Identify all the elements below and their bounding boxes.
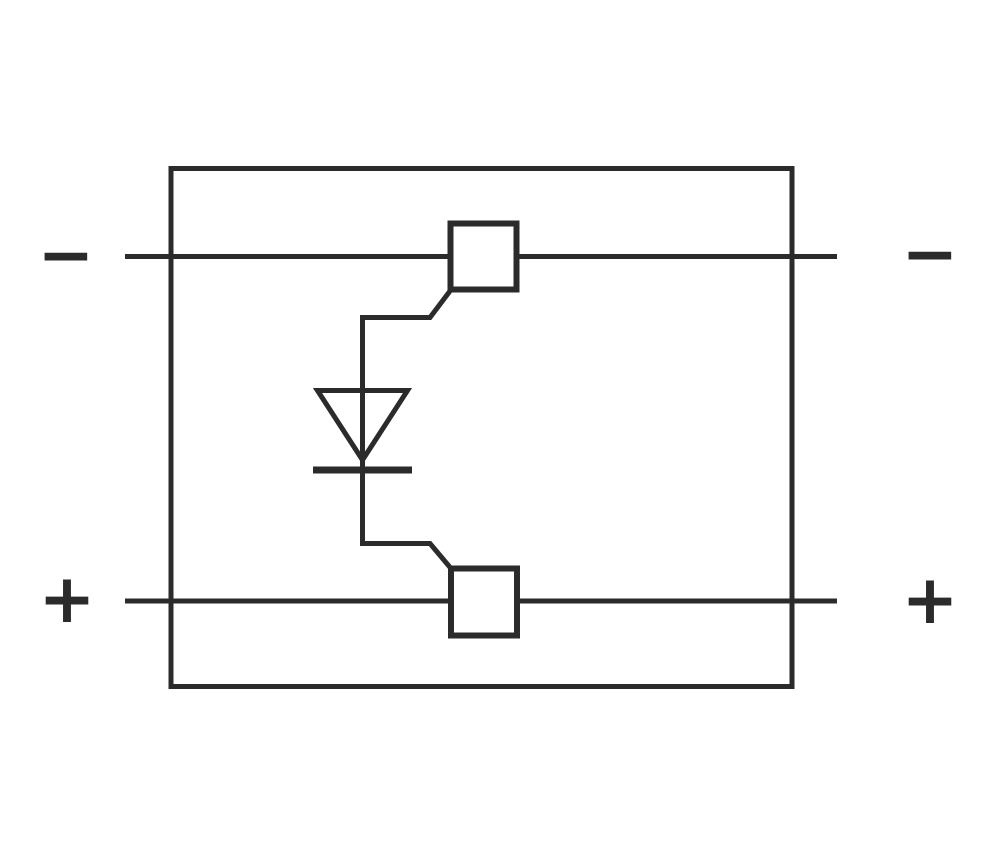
component-outline [168, 166, 795, 689]
internal-wire [360, 289, 453, 571]
top-terminal-square [447, 220, 520, 293]
diode-triangle [312, 388, 413, 465]
plus-label-left: + [38, 560, 96, 639]
diode-icon [312, 388, 413, 474]
plus-label-right: + [901, 561, 959, 640]
bottom-terminal-square [448, 565, 520, 639]
minus-label-right: − [901, 215, 959, 294]
minus-label-left: − [37, 216, 95, 295]
